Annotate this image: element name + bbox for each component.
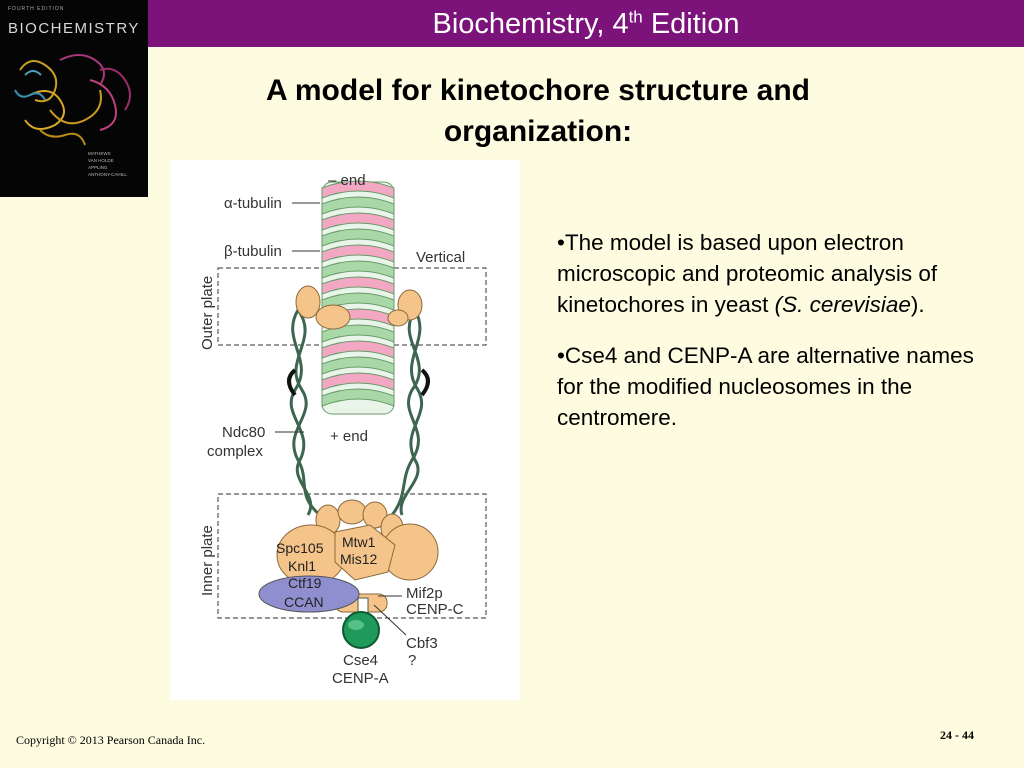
book-cover-image: FOURTH EDITION BIOCHEMISTRY MATHEWS VAN … [0,0,148,197]
outer-plate-box [217,267,487,346]
label-cbf3: Cbf3 [406,635,438,652]
dam1-left [287,368,297,397]
label-plus-end: + end [330,428,368,445]
inner-plate-box [217,493,487,619]
label-inner-plate: Inner plate [199,525,216,596]
inner-plate-proteins [276,499,439,613]
label-ndc80-complex: complex [207,443,263,460]
ndc80-strands [289,309,424,517]
ndc80-heads [295,285,423,330]
bullet-list: •The model is based upon electron micros… [557,227,997,453]
label-vertical: Vertical [416,249,465,266]
label-mif2p: Mif2p [406,585,443,602]
cover-edition: FOURTH EDITION [8,6,65,12]
label-knl1: Knl1 [288,558,316,574]
label-mis12: Mis12 [340,551,378,567]
cover-title: BIOCHEMISTRY [8,20,140,37]
ctf19-ccan [258,575,360,613]
label-beta-tubulin: β-tubulin [224,243,282,260]
copyright: Copyright © 2013 Pearson Canada Inc. [16,733,206,747]
header-title: Biochemistry, 4th Edition [432,7,740,40]
microtubule [321,180,395,415]
label-cenp-a: CENP-A [332,670,389,687]
kinetochore-diagram: – end α-tubulin β-tubulin Vertical Outer… [199,172,487,687]
label-mtw1: Mtw1 [342,534,376,550]
leader-lines [275,202,407,636]
header-bar: Biochemistry, 4th Edition [148,0,1024,47]
label-alpha-tubulin: α-tubulin [224,195,282,212]
label-minus-end: – end [328,172,366,189]
label-ctf19: Ctf19 [288,575,322,591]
label-question: ? [408,652,416,669]
page-number: 24 - 44 [940,728,974,742]
label-outer-plate: Outer plate [199,276,216,350]
bullet-cse4-cenp-a: •Cse4 and CENP-A are alternative names f… [557,343,974,430]
label-cse4: Cse4 [343,652,378,669]
cse4-nucleosome [342,611,380,649]
dam1-right [420,368,430,397]
label-ccan: CCAN [284,594,324,610]
protein-structure-artwork [14,54,131,146]
label-spc105: Spc105 [276,540,324,556]
cover-authors: MATHEWS VAN HOLDE APPLING ANTHONY-CAHILL [88,151,127,177]
label-cenp-c: CENP-C [406,601,464,618]
kinetochore-figure: – end α-tubulin β-tubulin Vertical Outer… [170,160,520,700]
label-ndc80: Ndc80 [222,424,265,441]
bullet-model-basis: •The model is based upon electron micros… [557,230,938,317]
slide-title: A model for kinetochore structure and or… [266,74,810,148]
